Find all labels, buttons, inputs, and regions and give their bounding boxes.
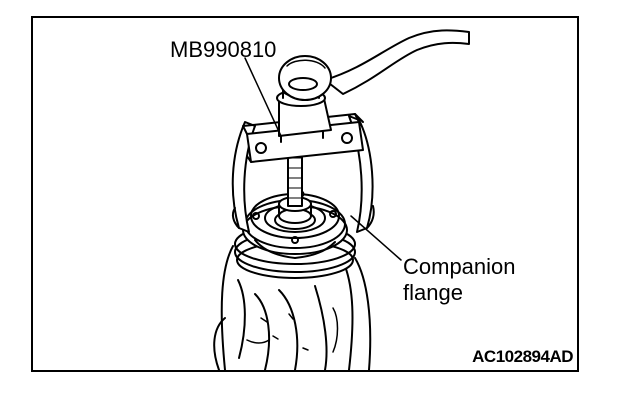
companion-flange-label-line2: flange [403,280,463,305]
leader-lines [244,57,402,261]
puller-screw [287,147,303,207]
tool-leader-line [244,57,282,137]
companion-flange-label-line1: Companion [403,254,516,279]
figure-code: AC102894AD [472,347,573,366]
puller-legs [231,115,375,233]
tool-number-label: MB990810 [170,37,277,62]
companion-flange-label: Companion flange [403,254,516,306]
companion-flange [234,190,356,279]
wrench [278,29,470,101]
companion-flange-removal-illustration [213,29,470,370]
flange-leader-line [350,215,402,261]
illustration-frame: MB990810 Companion flange AC102894AD [31,16,579,372]
differential-carrier-housing [213,245,372,370]
